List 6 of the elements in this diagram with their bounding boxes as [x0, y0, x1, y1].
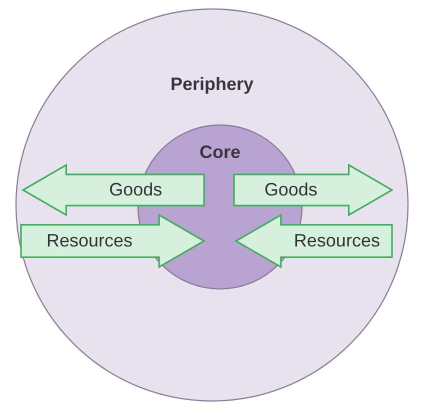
region-label: Core [200, 142, 240, 163]
box-label: Goods [264, 180, 318, 200]
box-label: Resources [46, 230, 133, 252]
region-label: Periphery [170, 74, 254, 95]
box-label: Resources [294, 230, 380, 252]
box-label: Goods [109, 180, 162, 200]
